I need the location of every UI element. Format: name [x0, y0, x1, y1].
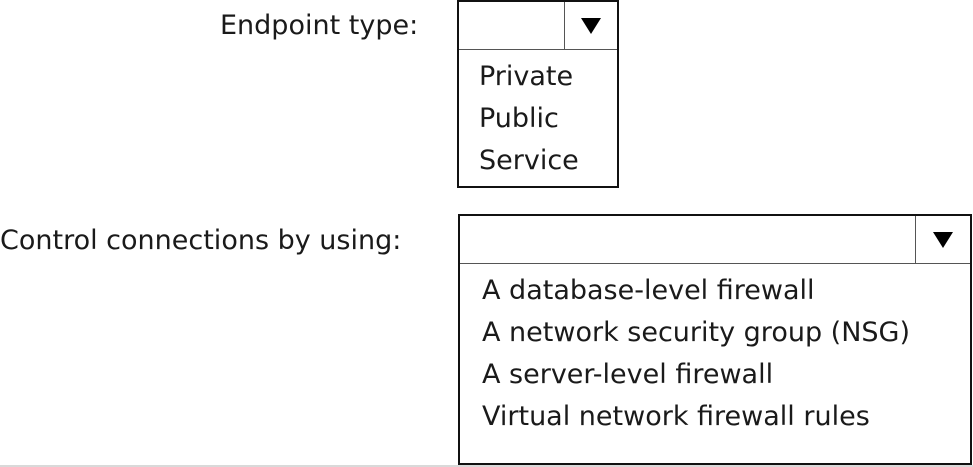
endpoint-option-service[interactable]: Service	[479, 145, 579, 176]
endpoint-type-select[interactable]	[459, 2, 617, 50]
control-connections-label: Control connections by using:	[0, 225, 402, 256]
control-option-server-level-firewall[interactable]: A server-level firewall	[482, 359, 774, 390]
control-connections-select[interactable]	[460, 216, 970, 264]
endpoint-type-label: Endpoint type:	[220, 10, 419, 41]
bottom-divider	[0, 465, 973, 467]
endpoint-type-options: Private Public Service	[459, 50, 617, 182]
chevron-down-icon	[581, 17, 601, 34]
control-option-vnet-firewall-rules[interactable]: Virtual network firewall rules	[482, 401, 870, 432]
control-option-nsg[interactable]: A network security group (NSG)	[482, 317, 910, 348]
endpoint-type-dropdown-toggle[interactable]	[564, 2, 617, 49]
chevron-down-icon	[933, 231, 953, 248]
control-connections-dropdown-toggle[interactable]	[915, 216, 970, 263]
control-connections-options: A database-level firewall A network secu…	[460, 264, 970, 438]
control-option-database-level-firewall[interactable]: A database-level firewall	[482, 275, 815, 306]
control-connections-dropdown[interactable]: A database-level firewall A network secu…	[458, 214, 972, 465]
endpoint-option-public[interactable]: Public	[479, 103, 559, 134]
endpoint-option-private[interactable]: Private	[479, 61, 574, 92]
endpoint-type-dropdown[interactable]: Private Public Service	[457, 0, 619, 188]
